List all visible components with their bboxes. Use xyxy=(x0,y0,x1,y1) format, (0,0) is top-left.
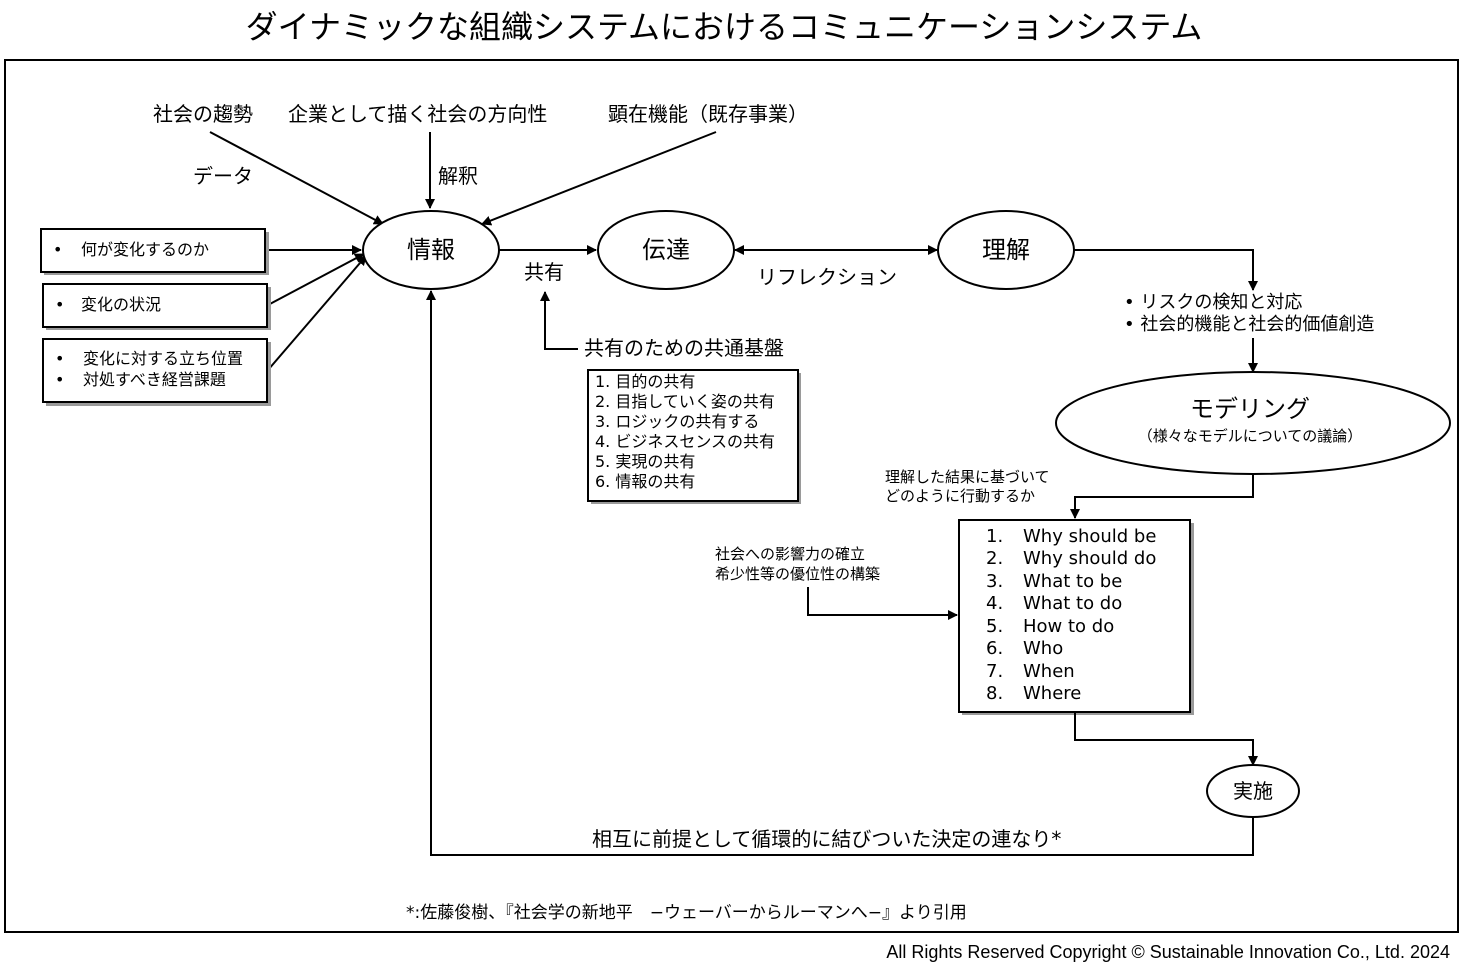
risk-item-2: • 社会的機能と社会的価値創造 xyxy=(1124,314,1374,335)
w-list-num-6: 6. xyxy=(986,638,1003,659)
left-box-1: • 何が変化するのか xyxy=(40,228,269,275)
left-box-3-bullet-1: • xyxy=(55,349,64,368)
common-base-item-5: 5. 実現の共有 xyxy=(595,452,695,471)
label-social-trend: 社会の趨勢 xyxy=(153,102,253,126)
page-title: ダイナミックな組織システムにおけるコミュニケーションシステム xyxy=(246,8,1203,46)
action-note-2: どのように行動するか xyxy=(885,487,1035,505)
common-base-item-4: 4. ビジネスセンスの共有 xyxy=(595,432,775,451)
arrow-feedback-loop xyxy=(426,290,1254,856)
arrow-box3-to-info xyxy=(267,255,367,371)
node-transmission: 伝達 xyxy=(597,210,735,290)
common-base-box: 1. 目的の共有 2. 目指していく姿の共有 3. ロジックの共有する 4. ビ… xyxy=(587,369,801,504)
w-list-text-8: Where xyxy=(1023,683,1081,704)
w-list-num-5: 5. xyxy=(986,616,1003,637)
arrow-understanding-to-risk xyxy=(1074,249,1258,291)
left-box-3-bullet-2: • xyxy=(55,370,64,389)
label-reflection: リフレクション xyxy=(757,265,897,289)
common-base-item-1: 1. 目的の共有 xyxy=(595,372,695,391)
w-list-num-7: 7. xyxy=(986,661,1003,682)
action-note-1: 理解した結果に基づいて xyxy=(885,468,1050,486)
common-base-item-6: 6. 情報の共有 xyxy=(595,472,695,491)
arrow-box2-to-info xyxy=(267,253,365,306)
arrow-influence-to-wlist xyxy=(807,587,958,620)
w-list-num-4: 4. xyxy=(986,593,1003,614)
w-list-num-8: 8. xyxy=(986,683,1003,704)
label-share: 共有 xyxy=(524,260,564,284)
label-company-direction: 企業として描く社会の方向性 xyxy=(288,102,547,126)
arrow-existing-to-info xyxy=(481,131,717,226)
w-list-box: 1. Why should be 2. Why should do 3. Wha… xyxy=(958,519,1194,715)
common-base-heading: 共有のための共通基盤 xyxy=(584,336,784,360)
left-box-3-item-2: 対処すべき経営課題 xyxy=(83,370,226,389)
influence-note-1: 社会への影響力の確立 xyxy=(715,545,865,563)
node-information-label: 情報 xyxy=(407,236,455,264)
node-information: 情報 xyxy=(362,210,500,290)
node-modeling-label: モデリング xyxy=(1190,395,1310,423)
w-list-text-3: What to be xyxy=(1023,571,1122,592)
common-base-item-2: 2. 目指していく姿の共有 xyxy=(595,392,775,411)
node-understanding: 理解 xyxy=(937,210,1075,290)
left-box-2: • 変化の状況 xyxy=(42,283,271,330)
left-box-1-item: 何が変化するのか xyxy=(81,240,209,259)
w-list-num-2: 2. xyxy=(986,548,1003,569)
w-list-text-7: When xyxy=(1023,661,1075,682)
w-list-num-1: 1. xyxy=(986,526,1003,547)
w-list-text-1: Why should be xyxy=(1023,526,1156,547)
label-interpretation: 解釈 xyxy=(438,164,478,188)
left-box-2-bullet: • xyxy=(55,295,64,314)
influence-note-2: 希少性等の優位性の構築 xyxy=(715,565,880,583)
node-implementation-label: 実施 xyxy=(1233,779,1273,803)
left-box-3: • 変化に対する立ち位置 • 対処すべき経営課題 xyxy=(42,338,271,406)
w-list-text-6: Who xyxy=(1023,638,1063,659)
arrow-common-base-to-share xyxy=(540,291,578,350)
arrow-modeling-to-wlist xyxy=(1070,474,1254,519)
arrow-wlist-to-implementation xyxy=(1074,712,1258,766)
node-transmission-label: 伝達 xyxy=(642,236,690,264)
label-existing-function: 顕在機能（既存事業） xyxy=(608,102,808,126)
common-base-item-3: 3. ロジックの共有する xyxy=(595,412,759,431)
w-list-text-4: What to do xyxy=(1023,593,1122,614)
left-box-3-item-1: 変化に対する立ち位置 xyxy=(83,349,243,368)
node-implementation: 実施 xyxy=(1206,764,1300,818)
arrow-trend-to-info xyxy=(209,131,384,225)
w-list-text-2: Why should do xyxy=(1023,548,1156,569)
copyright: All Rights Reserved Copyright © Sustaina… xyxy=(886,942,1450,962)
outer-frame xyxy=(4,59,1459,933)
w-list-text-5: How to do xyxy=(1023,616,1114,637)
risk-item-1: • リスクの検知と対応 xyxy=(1124,292,1302,313)
w-list-num-3: 3. xyxy=(986,571,1003,592)
node-modeling-sub: （様々なモデルについての議論） xyxy=(1138,427,1363,445)
loop-label: 相互に前提として循環的に結びついた決定の連なり* xyxy=(592,827,1061,851)
node-understanding-label: 理解 xyxy=(982,236,1030,264)
left-box-1-bullet: • xyxy=(53,240,62,259)
citation: *:佐藤俊樹、『社会学の新地平 −ウェーバーからルーマンへ−』より引用 xyxy=(406,903,967,923)
label-data: データ xyxy=(193,164,253,188)
node-modeling: モデリング （様々なモデルについての議論） xyxy=(1055,371,1451,475)
left-box-2-item: 変化の状況 xyxy=(81,295,161,314)
